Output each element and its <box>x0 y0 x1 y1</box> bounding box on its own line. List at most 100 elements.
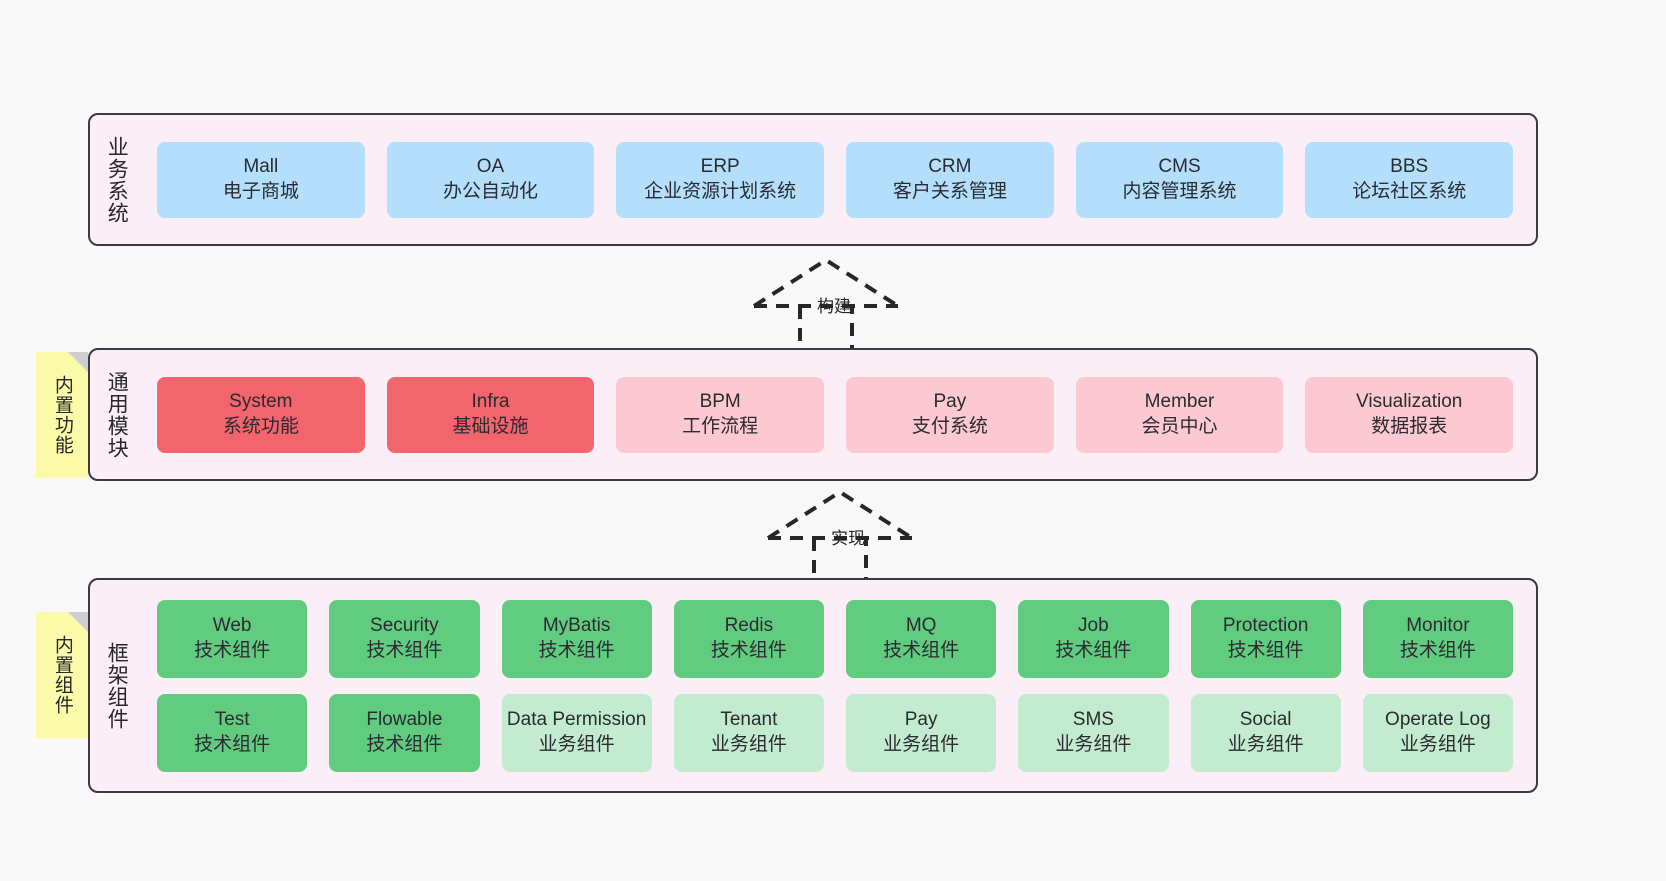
card-title: BPM <box>699 391 741 413</box>
framework-card-grid: Web 技术组件 Security 技术组件 MyBatis 技术组件 Redi… <box>142 580 1536 791</box>
card-title: Pay <box>933 391 967 413</box>
card-desc: 技术组件 <box>366 733 443 755</box>
card-desc: 业务组件 <box>1055 733 1132 755</box>
card-title: MyBatis <box>542 615 611 637</box>
card-title: Protection <box>1222 615 1309 637</box>
card-pay-component[interactable]: Pay 业务组件 <box>846 693 997 772</box>
layer-framework-component: 框架组件 Web 技术组件 Security 技术组件 MyBatis 技术组件… <box>88 578 1538 793</box>
card-desc: 技术组件 <box>1227 639 1304 661</box>
card-mybatis[interactable]: MyBatis 技术组件 <box>501 599 652 678</box>
card-desc: 业务组件 <box>538 733 615 755</box>
card-desc: 电子商城 <box>222 180 299 202</box>
card-title: Monitor <box>1406 615 1470 637</box>
card-desc: 业务组件 <box>710 733 787 755</box>
card-tenant[interactable]: Tenant 业务组件 <box>673 693 824 772</box>
connector-build: 构建 <box>752 256 932 352</box>
card-desc: 业务组件 <box>1227 733 1304 755</box>
card-infra[interactable]: Infra 基础设施 <box>386 376 595 453</box>
general-card-list: System 系统功能 Infra 基础设施 BPM 工作流程 Pay 支付系统… <box>142 350 1536 479</box>
card-bbs[interactable]: BBS 论坛社区系统 <box>1305 141 1514 218</box>
card-redis[interactable]: Redis 技术组件 <box>673 599 824 678</box>
card-title: Tenant <box>720 709 778 731</box>
card-data-permission[interactable]: Data Permission 业务组件 <box>501 693 652 772</box>
card-title: Redis <box>724 615 774 637</box>
connector-implement: 实现 <box>766 488 946 584</box>
framework-row-business: Test 技术组件 Flowable 技术组件 Data Permission … <box>146 693 1524 772</box>
layer-general-module: 通用模块 System 系统功能 Infra 基础设施 BPM 工作流程 Pay… <box>88 348 1538 481</box>
card-desc: 技术组件 <box>1399 639 1476 661</box>
card-title: CRM <box>928 156 972 178</box>
card-desc: 论坛社区系统 <box>1352 180 1467 202</box>
card-desc: 基础设施 <box>452 415 529 437</box>
card-desc: 技术组件 <box>538 639 615 661</box>
card-security[interactable]: Security 技术组件 <box>329 599 480 678</box>
card-social[interactable]: Social 业务组件 <box>1190 693 1341 772</box>
card-title: Data Permission <box>506 709 647 731</box>
card-mq[interactable]: MQ 技术组件 <box>846 599 997 678</box>
card-title: ERP <box>700 156 740 178</box>
card-desc: 技术组件 <box>194 733 271 755</box>
card-protection[interactable]: Protection 技术组件 <box>1190 599 1341 678</box>
card-title: Operate Log <box>1385 709 1491 731</box>
card-desc: 业务组件 <box>1399 733 1476 755</box>
card-title: Flowable <box>366 709 443 731</box>
card-desc: 客户关系管理 <box>892 180 1007 202</box>
card-desc: 数据报表 <box>1371 415 1448 437</box>
card-title: Test <box>214 709 250 731</box>
note-label: 内置功能 <box>51 375 73 455</box>
card-title: Web <box>212 615 252 637</box>
card-title: Pay <box>904 709 938 731</box>
note-builtin-functions: 内置功能 <box>36 352 88 478</box>
card-member[interactable]: Member 会员中心 <box>1075 376 1284 453</box>
card-monitor[interactable]: Monitor 技术组件 <box>1362 599 1513 678</box>
card-desc: 技术组件 <box>366 639 443 661</box>
connector-label-build: 构建 <box>817 297 851 316</box>
card-title: MQ <box>905 615 937 637</box>
card-pay[interactable]: Pay 支付系统 <box>846 376 1054 453</box>
card-test[interactable]: Test 技术组件 <box>157 693 308 772</box>
card-operate-log[interactable]: Operate Log 业务组件 <box>1362 693 1513 772</box>
card-desc: 系统功能 <box>222 415 299 437</box>
card-desc: 支付系统 <box>911 415 988 437</box>
card-bpm[interactable]: BPM 工作流程 <box>616 376 825 453</box>
note-fold-icon <box>68 352 88 372</box>
card-web[interactable]: Web 技术组件 <box>157 599 308 678</box>
card-desc: 业务组件 <box>883 733 960 755</box>
card-system[interactable]: System 系统功能 <box>157 376 365 453</box>
card-flowable[interactable]: Flowable 技术组件 <box>329 693 480 772</box>
card-desc: 技术组件 <box>710 639 787 661</box>
card-desc: 内容管理系统 <box>1122 180 1237 202</box>
card-title: Social <box>1239 709 1292 731</box>
card-title: Job <box>1078 615 1109 637</box>
layer-title-general: 通用模块 <box>105 370 129 459</box>
card-title: Security <box>370 615 439 637</box>
card-sms[interactable]: SMS 业务组件 <box>1018 693 1169 772</box>
card-title: Infra <box>471 391 510 413</box>
card-visualization[interactable]: Visualization 数据报表 <box>1305 376 1514 453</box>
card-erp[interactable]: ERP 企业资源计划系统 <box>616 141 825 218</box>
layer-title-business: 业务系统 <box>105 135 129 224</box>
card-title: OA <box>476 156 505 178</box>
card-oa[interactable]: OA 办公自动化 <box>386 141 595 218</box>
card-crm[interactable]: CRM 客户关系管理 <box>846 141 1054 218</box>
card-desc: 技术组件 <box>194 639 271 661</box>
card-desc: 工作流程 <box>682 415 759 437</box>
card-title: System <box>229 391 293 413</box>
card-desc: 会员中心 <box>1141 415 1218 437</box>
card-job[interactable]: Job 技术组件 <box>1018 599 1169 678</box>
card-desc: 企业资源计划系统 <box>644 180 797 202</box>
card-title: CMS <box>1158 156 1201 178</box>
note-builtin-components: 内置组件 <box>36 612 88 738</box>
card-cms[interactable]: CMS 内容管理系统 <box>1075 141 1284 218</box>
note-fold-icon <box>68 612 88 632</box>
layer-business-system: 业务系统 Mall 电子商城 OA 办公自动化 ERP 企业资源计划系统 CRM… <box>88 113 1538 246</box>
card-title: BBS <box>1390 156 1429 178</box>
layer-title-framework: 框架组件 <box>105 641 129 730</box>
connector-label-implement: 实现 <box>831 529 865 548</box>
card-desc: 技术组件 <box>883 639 960 661</box>
card-desc: 技术组件 <box>1055 639 1132 661</box>
card-title: Member <box>1144 391 1215 413</box>
card-mall[interactable]: Mall 电子商城 <box>157 141 365 218</box>
card-title: Mall <box>243 156 279 178</box>
